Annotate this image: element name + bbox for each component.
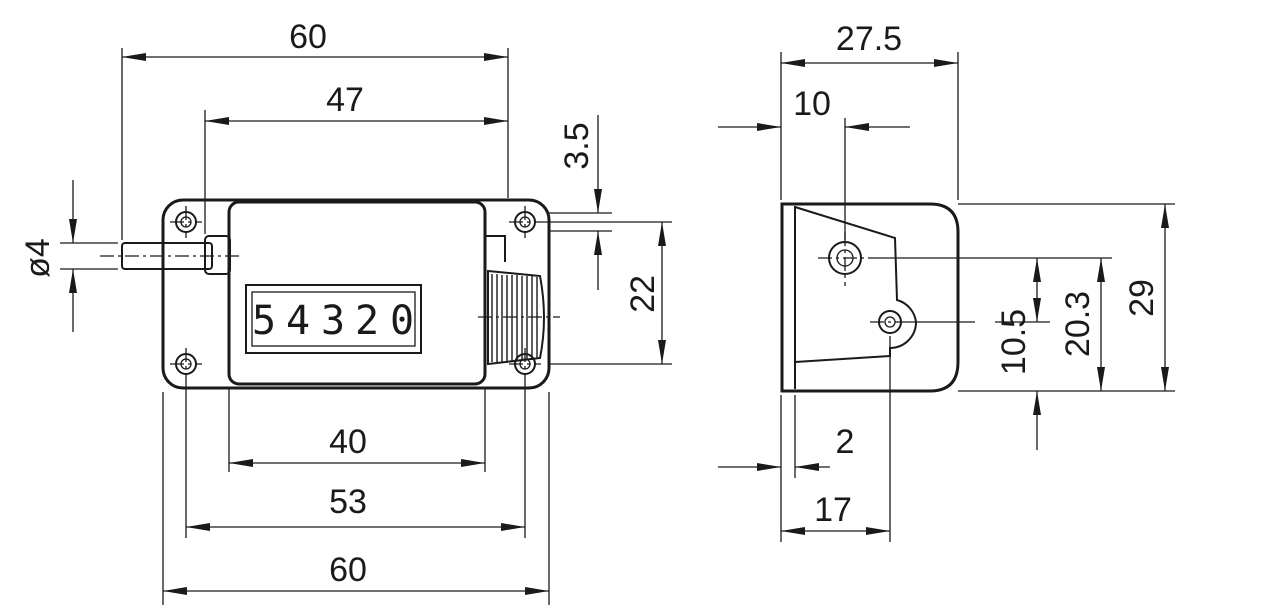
- dim-top-overall: 60: [289, 18, 327, 56]
- base-plate: [161, 198, 551, 390]
- dim-top-inner: 47: [326, 81, 364, 119]
- digit-4: 2: [355, 298, 379, 344]
- dim-shaft-dia: ø4: [19, 238, 57, 278]
- reset-knob: [487, 269, 545, 366]
- front-dimension-labels: 60 47 40 53 60 22 ø4 3.5: [19, 18, 662, 589]
- side-dimension-labels: 27.5 10 2 17 29 20.3 10.5: [793, 20, 1161, 529]
- digit-5: 0: [390, 298, 414, 344]
- side-outline: [780, 202, 960, 393]
- side-bracket: [794, 206, 918, 363]
- extension-lines: [60, 48, 672, 605]
- knob-knurling: [491, 274, 538, 362]
- digit-3: 3: [321, 298, 345, 344]
- dim-side-bottom-plate: 2: [836, 423, 855, 461]
- shaft-collar: [204, 235, 231, 275]
- side-dimension-lines: [718, 59, 1169, 535]
- dim-side-height-overall: 29: [1123, 279, 1161, 317]
- dim-bottom-holes: 53: [329, 483, 367, 521]
- dim-bottom-overall: 60: [329, 551, 367, 589]
- display-window: [245, 284, 422, 354]
- dim-side-height-low: 10.5: [995, 309, 1033, 375]
- dim-side-bottom-overall: 17: [814, 491, 852, 529]
- dim-height-inner: 22: [624, 275, 662, 313]
- dim-bottom-body: 40: [329, 423, 367, 461]
- counter-body: [227, 200, 487, 386]
- counter-digits: 5 4 3 2 0: [252, 298, 414, 344]
- front-view: 5 4 3 2 0: [19, 18, 672, 605]
- right-bracket: [485, 235, 506, 262]
- digit-1: 5: [252, 298, 276, 344]
- dimension-lines: [69, 53, 666, 595]
- dim-side-top-overall: 27.5: [836, 20, 902, 58]
- dim-side-top-offset: 10: [793, 85, 831, 123]
- side-extension-lines: [780, 52, 1175, 542]
- side-view: 27.5 10 2 17 29 20.3 10.5: [718, 20, 1175, 542]
- display-inner: [251, 291, 416, 347]
- dim-bolt: 3.5: [558, 122, 596, 169]
- dim-side-height-mid: 20.3: [1059, 291, 1097, 357]
- centerlines: [100, 206, 560, 380]
- side-centerlines: [818, 232, 905, 323]
- digit-2: 4: [286, 298, 310, 344]
